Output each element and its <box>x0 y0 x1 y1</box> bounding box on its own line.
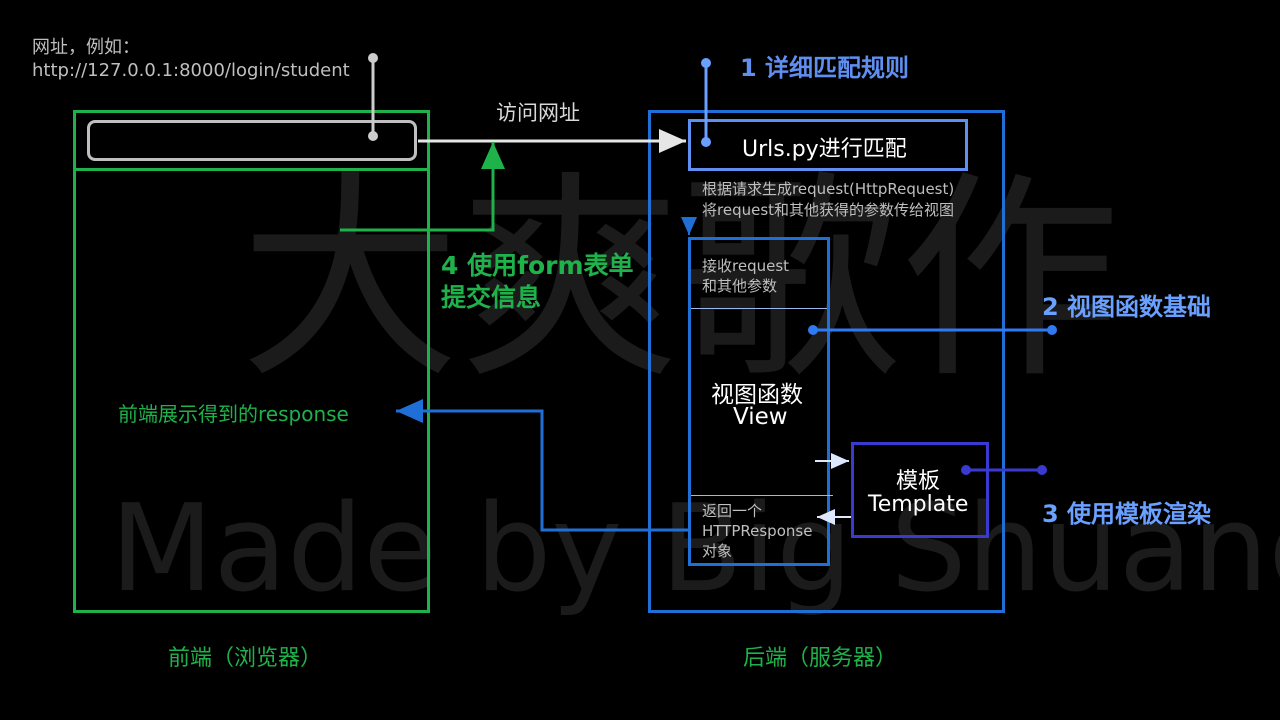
step3-left-dot <box>961 465 971 475</box>
request-line-1: 根据请求生成request(HttpRequest) <box>702 180 955 198</box>
visit-url-label: 访问网址 <box>496 101 580 125</box>
view-return-line-2: HTTPResponse <box>702 522 813 540</box>
example-url-label: 网址，例如： <box>32 37 140 58</box>
example-url-value: http://127.0.0.1:8000/login/student <box>32 60 350 81</box>
frontend-label: 前端（浏览器） <box>168 646 323 671</box>
browser-toolbar-divider <box>73 168 430 171</box>
step2-left-dot <box>808 325 818 335</box>
view-return-line-1: 返回一个 <box>702 502 763 520</box>
step1-bottom-dot <box>701 137 711 147</box>
request-line-2: 将request和其他获得的参数传给视图 <box>702 201 955 219</box>
template-line-2: Template <box>868 492 969 517</box>
view-divider-top <box>691 308 827 309</box>
frontend-response-text: 前端展示得到的response <box>118 402 349 426</box>
url-pointer-top-dot <box>368 53 378 63</box>
browser-address-bar <box>87 120 417 161</box>
step4-label-line-1: 4 使用form表单 <box>441 251 634 280</box>
step1-top-dot <box>701 58 711 68</box>
step2-label: 2 视图函数基础 <box>1042 293 1212 321</box>
step3-right-dot <box>1037 465 1047 475</box>
watermark-en: Made by Big Shuang <box>110 480 1280 619</box>
frontend-browser-frame <box>73 110 430 613</box>
view-return-line-3: 对象 <box>702 542 733 560</box>
template-box <box>851 442 989 538</box>
watermark-cn: 大爽歌作 <box>240 152 1121 408</box>
view-title-line-1: 视图函数 <box>711 382 803 408</box>
step3-label: 3 使用模板渲染 <box>1042 500 1212 528</box>
form-submit-path <box>340 142 505 232</box>
backend-server-frame <box>648 110 1005 613</box>
backend-label: 后端（服务器） <box>743 646 898 671</box>
urls-match-box <box>688 119 968 171</box>
template-line-1: 模板 <box>896 469 941 494</box>
url-pointer-bottom-dot <box>368 131 378 141</box>
step1-label: 1 详细匹配规则 <box>740 54 910 82</box>
view-receive-line-1: 接收request <box>702 257 790 275</box>
step2-right-dot <box>1047 325 1057 335</box>
view-title-line-2: View <box>733 404 788 430</box>
view-receive-line-2: 和其他参数 <box>702 277 778 295</box>
urls-match-title: Urls.py进行匹配 <box>742 137 907 162</box>
view-function-box <box>688 237 830 566</box>
view-divider-bottom <box>691 495 833 496</box>
step4-label-line-2: 提交信息 <box>441 283 542 312</box>
response-return-path <box>396 399 688 532</box>
